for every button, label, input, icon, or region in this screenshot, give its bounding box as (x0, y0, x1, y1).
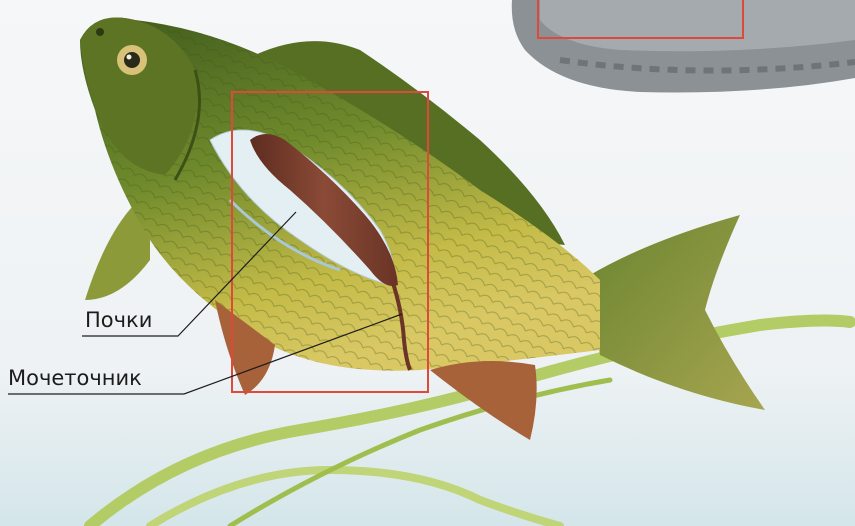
kidney-label: Почки (85, 310, 152, 331)
ureter-label: Мочеточник (8, 368, 142, 389)
